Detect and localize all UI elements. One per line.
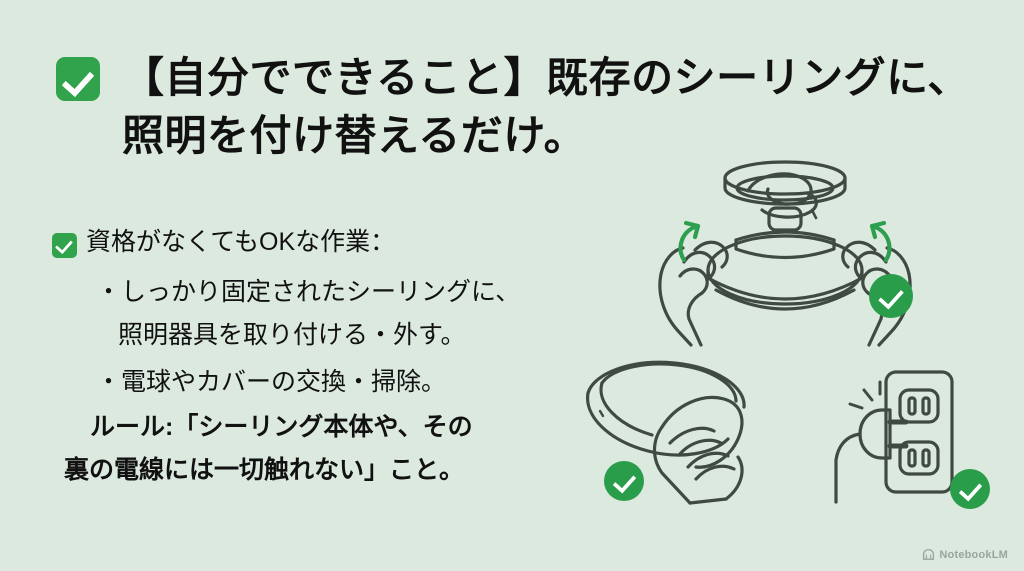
- body-line-5: 裏の電線には一切触れない」こと。: [64, 456, 465, 484]
- check-circle-icon: [869, 274, 913, 318]
- body-text-block: 資格がなくてもOKな作業： ・しっかり固定されたシーリングに、 照明器具を取り付…: [52, 228, 572, 483]
- ceiling-mount-illustration: [640, 158, 930, 353]
- body-line-2: 照明器具を取り付ける・外す。: [118, 321, 466, 349]
- notebooklm-watermark: NotebookLM: [922, 548, 1008, 561]
- body-line-4: ルール:「シーリング本体や、その: [90, 413, 473, 441]
- body-line-3: ・電球やカバーの交換・掃除。: [96, 368, 447, 396]
- check-circle-icon: [950, 469, 990, 509]
- check-square-icon: [52, 233, 77, 258]
- title-line-1: 【自分でできること】既存のシーリングに、: [122, 54, 970, 101]
- title-first-row: 【自分でできること】既存のシーリングに、: [56, 50, 969, 106]
- cover-wipe-illustration: [578, 355, 788, 510]
- body-heading-row: 資格がなくてもOKな作業：: [52, 228, 572, 258]
- body-heading-label: 資格がなくてもOKな作業：: [86, 228, 396, 256]
- title-line-2: 照明を付け替えるだけ。: [122, 112, 587, 160]
- slide-title: 【自分でできること】既存のシーリングに、 照明を付け替えるだけ。: [56, 50, 969, 165]
- watermark-label: NotebookLM: [939, 548, 1008, 561]
- check-square-icon: [56, 57, 100, 101]
- notebooklm-logo-icon: [923, 548, 935, 560]
- body-line-1: ・しっかり固定されたシーリングに、: [96, 278, 521, 306]
- plug-outlet-illustration: [808, 362, 978, 512]
- check-circle-icon: [604, 461, 644, 501]
